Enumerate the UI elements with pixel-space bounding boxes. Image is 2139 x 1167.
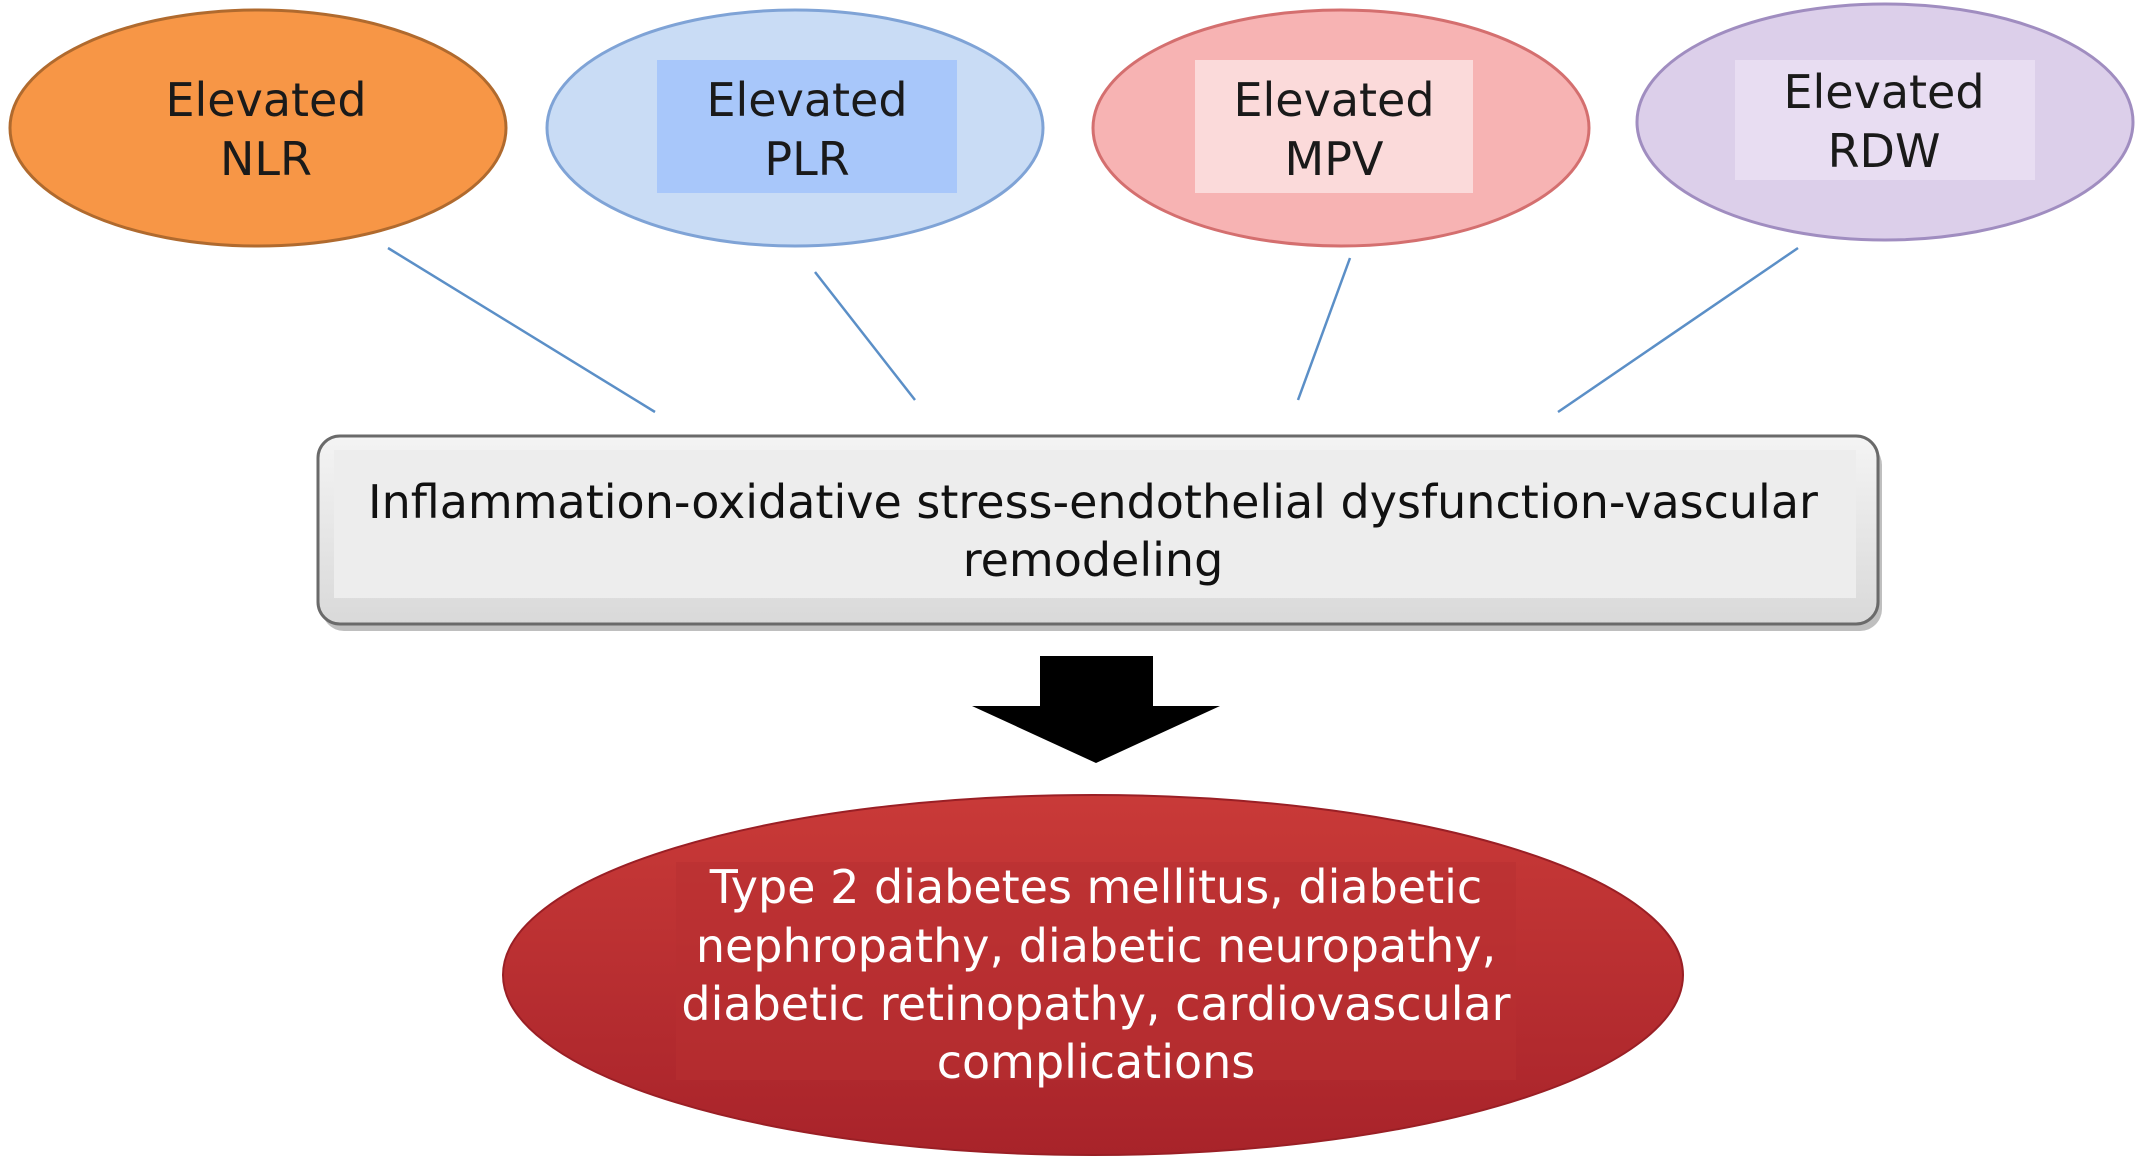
marker-rdw: Elevated RDW	[1635, 2, 2135, 242]
marker-rdw-line1: Elevated	[1783, 65, 1984, 119]
down-arrow-icon	[972, 656, 1220, 763]
outcome-line2: nephropathy, diabetic neuropathy,	[696, 919, 1496, 973]
marker-rdw-line2: RDW	[1828, 124, 1941, 178]
connector-plr	[814, 271, 916, 401]
marker-plr-line2: PLR	[764, 132, 849, 186]
mechanism-line2: remodeling	[963, 533, 1224, 587]
marker-plr: Elevated PLR	[545, 8, 1045, 248]
marker-mpv: Elevated MPV	[1091, 8, 1591, 248]
marker-nlr-line2: NLR	[220, 132, 312, 186]
outcome-ellipse-group: Type 2 diabetes mellitus, diabetic nephr…	[502, 794, 1684, 1156]
marker-mpv-label-bg	[1195, 60, 1473, 193]
mechanism-box-inner	[334, 450, 1856, 598]
connector-lines	[387, 246, 1799, 414]
connector-nlr	[387, 246, 656, 414]
outcome-line1: Type 2 diabetes mellitus, diabetic	[709, 860, 1482, 914]
mechanism-box: Inflammation-oxidative stress-endothelia…	[316, 434, 1882, 631]
connector-mpv	[1296, 257, 1352, 401]
marker-rdw-label-bg	[1735, 60, 2035, 180]
marker-mpv-line2: MPV	[1285, 132, 1384, 186]
outcome-label-bg	[676, 862, 1516, 1080]
marker-nlr: Elevated NLR	[8, 8, 508, 248]
marker-nlr-ellipse	[8, 8, 508, 248]
outcome-line4: complications	[937, 1035, 1256, 1089]
connector-rdw	[1557, 246, 1799, 414]
marker-plr-label-bg	[657, 60, 957, 193]
marker-plr-line1: Elevated	[706, 73, 907, 127]
mechanism-line1: Inflammation-oxidative stress-endothelia…	[368, 475, 1818, 529]
marker-nlr-line1: Elevated	[165, 73, 366, 127]
outcome-line3: diabetic retinopathy, cardiovascular	[681, 977, 1510, 1031]
marker-mpv-line1: Elevated	[1233, 73, 1434, 127]
